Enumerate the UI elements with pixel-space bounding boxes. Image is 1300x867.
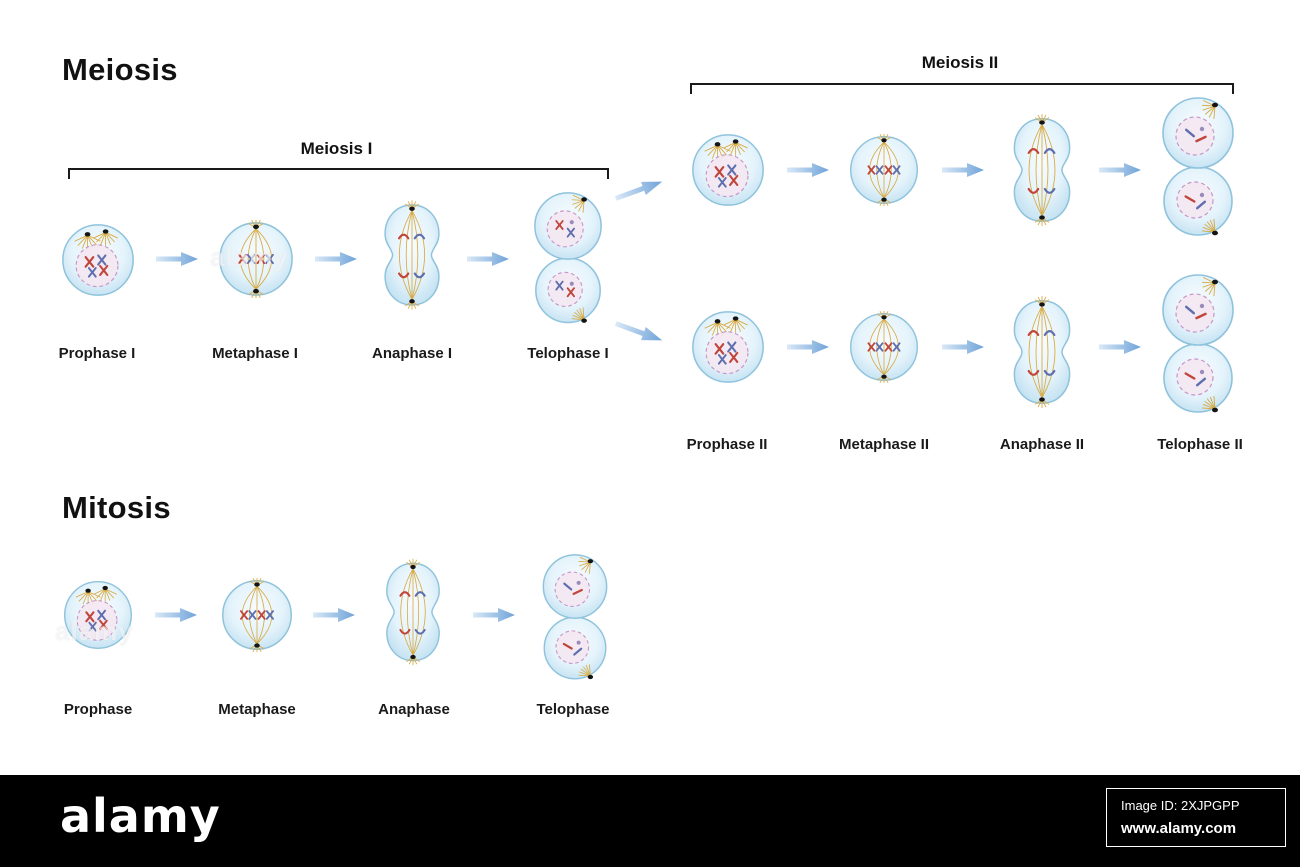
cell-prophase-mitosis <box>62 579 134 651</box>
stage-arrow-icon <box>153 605 199 625</box>
stage-label-telophase-i: Telophase I <box>527 345 609 362</box>
stage-arrow-icon <box>1097 160 1143 180</box>
stage-arrow-icon <box>940 337 986 357</box>
stage-label-metaphase-i: Metaphase I <box>212 345 298 362</box>
cell-anaphase-mitosis <box>377 558 449 666</box>
stage-label-metaphase-ii: Metaphase II <box>838 436 930 453</box>
meiosis-ii-bracket-label: Meiosis II <box>921 53 999 72</box>
cell-anaphase-ii-top <box>1004 110 1080 230</box>
stage-label-telophase-ii: Telophase II <box>1157 436 1243 453</box>
cell-anaphase-ii-bottom <box>1004 292 1080 412</box>
cell-telophase-ii-bottom <box>1154 272 1242 422</box>
stage-label-telophase: Telophase <box>536 701 610 718</box>
cell-telophase-i <box>526 190 610 332</box>
meiosis-ii-bracket <box>690 83 1234 94</box>
stage-arrow-icon <box>785 337 831 357</box>
cell-telophase-mitosis <box>537 552 613 688</box>
meiosis-i-bracket-label: Meiosis I <box>300 139 373 158</box>
image-info-box: Image ID: 2XJPGPP www.alamy.com <box>1106 788 1286 847</box>
meiosis-title: Meiosis <box>62 52 178 87</box>
meiosis-i-bracket <box>68 168 609 179</box>
stage-arrow-icon <box>610 313 668 350</box>
alamy-url[interactable]: www.alamy.com <box>1121 820 1237 837</box>
stage-arrow-icon <box>154 249 200 269</box>
cell-telophase-ii-top <box>1154 95 1242 245</box>
stage-label-prophase-ii: Prophase II <box>686 436 768 453</box>
cell-metaphase-ii-top <box>848 133 920 207</box>
stage-label-prophase: Prophase <box>63 701 133 718</box>
stage-arrow-icon <box>311 605 357 625</box>
footer-bar: alamy Image ID: 2XJPGPP www.alamy.com <box>0 775 1300 867</box>
stage-arrow-icon <box>313 249 359 269</box>
cell-prophase-ii-top <box>690 132 766 208</box>
stage-label-metaphase: Metaphase <box>218 701 296 718</box>
stage-arrow-icon <box>471 605 517 625</box>
cell-prophase-ii-bottom <box>690 309 766 385</box>
alamy-logo: alamy <box>60 789 221 843</box>
cell-metaphase-mitosis <box>220 577 294 653</box>
stage-label-anaphase-i: Anaphase I <box>371 345 453 362</box>
mitosis-title: Mitosis <box>62 490 171 525</box>
cell-anaphase-i <box>375 199 449 311</box>
stage-label-prophase-i: Prophase I <box>58 345 136 362</box>
stage-arrow-icon <box>940 160 986 180</box>
stage-label-anaphase: Anaphase <box>378 701 450 718</box>
stage-label-anaphase-ii: Anaphase II <box>999 436 1085 453</box>
image-id-text: Image ID: 2XJPGPP <box>1121 798 1240 813</box>
stage-arrow-icon <box>610 171 668 208</box>
stage-arrow-icon <box>785 160 831 180</box>
stage-arrow-icon <box>465 249 511 269</box>
stage-arrow-icon <box>1097 337 1143 357</box>
cell-prophase-i <box>60 222 136 298</box>
cell-metaphase-i <box>217 219 295 299</box>
cell-metaphase-ii-bottom <box>848 310 920 384</box>
